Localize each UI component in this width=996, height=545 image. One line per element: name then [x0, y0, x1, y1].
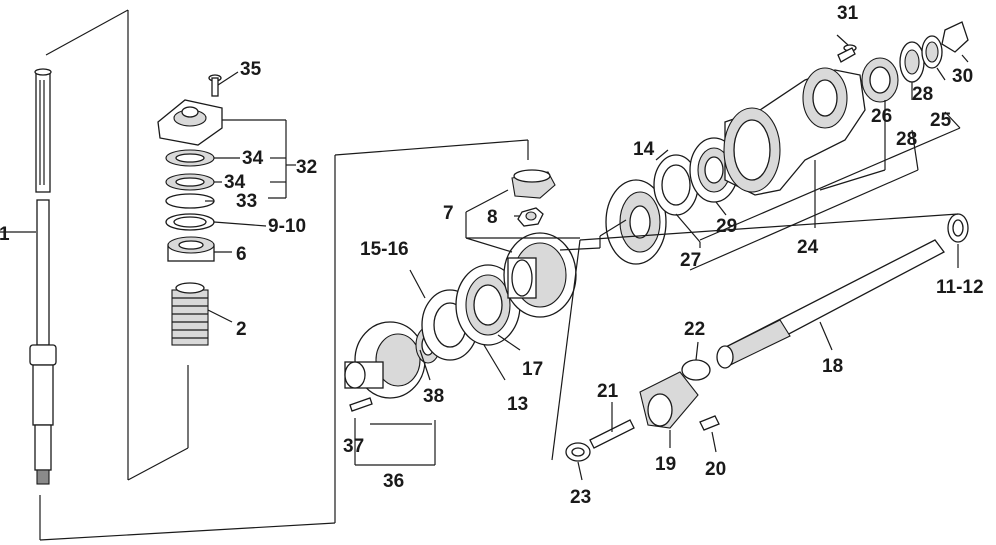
oil-seal-28b [921, 35, 943, 69]
label-13: 13 [507, 394, 528, 415]
propeller-shaft [716, 239, 945, 369]
label-9-10: 9-10 [268, 216, 306, 237]
label-31: 31 [837, 3, 859, 24]
drive-shaft [29, 68, 57, 485]
label-27: 27 [680, 250, 701, 271]
pin-20 [699, 415, 720, 431]
label-2: 2 [236, 319, 247, 340]
push-rod-21 [589, 419, 635, 449]
bearing-6 [167, 236, 215, 262]
shim-9-10 [165, 213, 215, 231]
pin-37 [349, 397, 373, 412]
spring-22 [681, 359, 711, 381]
label-38: 38 [423, 386, 444, 407]
label-15-16: 15-16 [360, 239, 409, 260]
label-23: 23 [570, 487, 591, 508]
clutch-dog-19 [639, 371, 699, 429]
oil-seal-28a [899, 41, 925, 83]
label-18: 18 [822, 356, 843, 377]
thrust-bearing-17 [455, 264, 521, 346]
bearing-housing [157, 99, 223, 146]
label-36: 36 [383, 471, 404, 492]
label-30: 30 [952, 66, 973, 87]
bolt-35 [208, 74, 222, 97]
label-11-12: 11-12 [936, 277, 984, 298]
label-22: 22 [684, 319, 705, 340]
label-34-lower: 34 [224, 172, 246, 193]
label-6: 6 [236, 244, 247, 265]
label-28-lower: 28 [896, 129, 917, 150]
spring-2 [171, 282, 209, 346]
washer-23 [565, 442, 591, 462]
label-19: 19 [655, 454, 676, 475]
label-34-upper: 34 [242, 148, 264, 169]
label-1: 1 [0, 224, 10, 245]
oil-seal-34 [165, 149, 215, 167]
pinion-gear-7 [511, 169, 556, 199]
part-labels: 1 2 6 7 8 9-10 11-12 13 14 15-16 17 18 1… [0, 3, 984, 508]
shim-27 [653, 154, 699, 216]
bolt-31 [837, 44, 857, 63]
label-33: 33 [236, 191, 257, 212]
spacer-11-12 [947, 213, 969, 243]
label-35: 35 [240, 59, 262, 80]
label-20: 20 [705, 459, 726, 480]
label-21: 21 [597, 381, 619, 402]
label-25: 25 [930, 110, 952, 131]
label-8: 8 [487, 207, 498, 228]
circlip-30 [941, 21, 969, 53]
needle-bearing-26 [861, 57, 899, 103]
clutch-hub-36 [344, 321, 426, 399]
nut-8 [517, 207, 544, 227]
oil-seal-34b [165, 173, 215, 191]
label-37: 37 [343, 436, 364, 457]
label-7: 7 [443, 203, 454, 224]
label-14: 14 [633, 139, 655, 160]
label-24: 24 [797, 237, 819, 258]
label-17: 17 [522, 359, 543, 380]
bearing-housing-24 [723, 67, 866, 196]
label-29: 29 [716, 216, 737, 237]
forward-gear-13 [503, 232, 577, 318]
label-28-upper: 28 [912, 84, 933, 105]
label-26: 26 [871, 106, 892, 127]
label-32: 32 [296, 157, 317, 178]
